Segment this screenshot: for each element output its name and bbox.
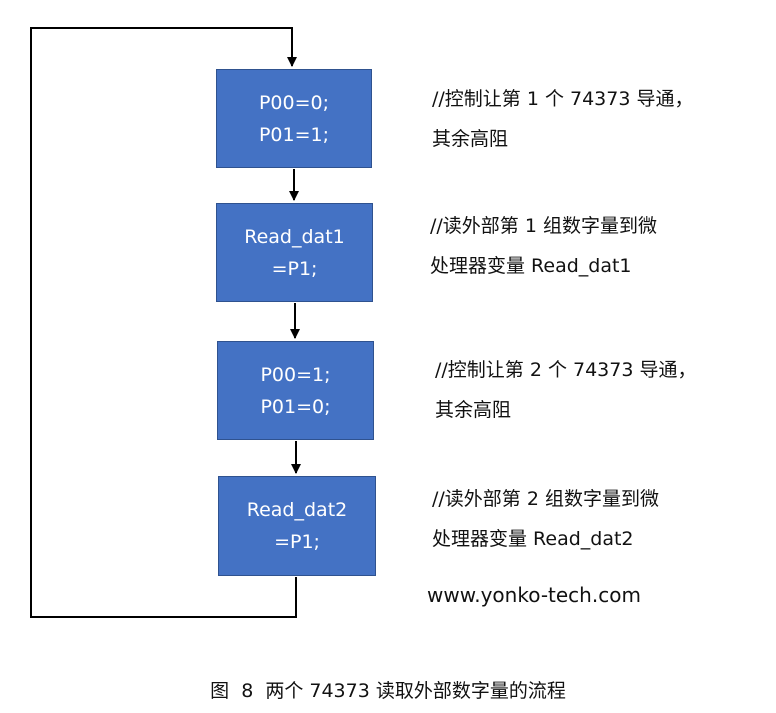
comment-line: //读外部第 2 组数字量到微: [432, 488, 659, 510]
caption-text: 两个 74373 读取外部数字量的流程: [265, 680, 566, 702]
process-box-line: =P1;: [274, 531, 320, 553]
comment-line: 处理器变量 Read_dat1: [430, 255, 632, 277]
comment-line: //读外部第 1 组数字量到微: [430, 215, 657, 237]
process-box-set-p00-1: P00=1; P01=0;: [217, 341, 374, 440]
comment-line: 其余高阻: [432, 128, 509, 150]
process-box-line: Read_dat2: [246, 499, 348, 521]
caption-label: 图: [210, 680, 230, 702]
loop-back-line: [30, 27, 297, 618]
comment-line: //控制让第 1 个 74373 导通，: [432, 88, 694, 110]
process-box-line: Read_dat1: [244, 225, 345, 248]
process-box-read-dat1: Read_dat1 =P1;: [216, 203, 373, 302]
comment-read-group-1: //读外部第 1 组数字量到微 处理器变量 Read_dat1: [430, 206, 657, 286]
process-box-line: P01=0;: [260, 395, 331, 418]
process-box-line: P00=0;: [258, 91, 330, 114]
comment-enable-74373-1: //控制让第 1 个 74373 导通， 其余高阻: [432, 79, 694, 159]
process-box-line: P01=1;: [258, 123, 330, 146]
figure-caption: 图 8 两个 74373 读取外部数字量的流程: [0, 676, 776, 703]
website-text: www.yonko-tech.com: [427, 583, 641, 607]
comment-line: 其余高阻: [435, 399, 512, 421]
process-box-line: =P1;: [271, 257, 318, 280]
comment-enable-74373-2: //控制让第 2 个 74373 导通， 其余高阻: [435, 350, 697, 430]
caption-number: 8: [241, 680, 254, 702]
process-box-set-p00-0: P00=0; P01=1;: [216, 69, 372, 168]
comment-line: //控制让第 2 个 74373 导通，: [435, 359, 697, 381]
comment-line: 处理器变量 Read_dat2: [432, 528, 634, 550]
process-box-read-dat2: Read_dat2 =P1;: [218, 476, 376, 576]
process-box-line: P00=1;: [260, 363, 331, 386]
comment-read-group-2: //读外部第 2 组数字量到微 处理器变量 Read_dat2: [432, 479, 659, 559]
